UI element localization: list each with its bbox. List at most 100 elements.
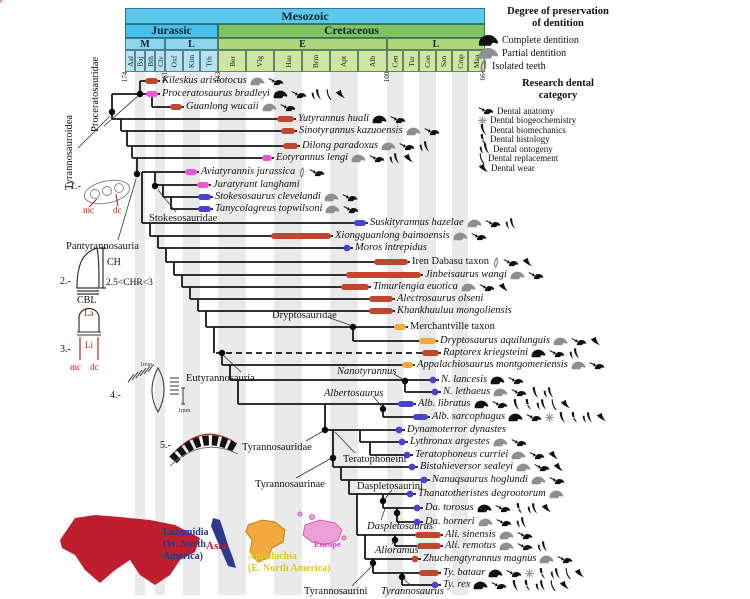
clade-label-stokesosauridae: Stokesosauridae xyxy=(149,213,218,224)
taxon-name: Yutyrannus huali xyxy=(298,113,370,124)
tooth-isolated-icon xyxy=(300,166,305,178)
skull-complete-icon xyxy=(478,35,498,46)
clade-label-pantyrannosauria: Pantyrannosauria xyxy=(66,241,139,252)
europe-label: Europe xyxy=(314,539,341,549)
age-boundary-label: 66 xyxy=(479,73,487,81)
legend-item: Dental histology xyxy=(478,133,688,145)
taxon-name: Sinotyrannus kazuoensis xyxy=(299,125,403,136)
note-1: 1.- xyxy=(70,181,81,192)
legend-item: Dental biomechanics xyxy=(478,124,688,136)
era-label: Mesozoic xyxy=(125,8,485,24)
stage-bth: Bth xyxy=(145,50,155,72)
note-3-la: La xyxy=(84,308,94,318)
dental-ontogeny-icon xyxy=(543,386,554,398)
dental-anatomy-icon xyxy=(280,103,295,111)
dental-ontogeny-icon xyxy=(536,579,546,591)
dental-wear-icon xyxy=(522,257,532,267)
dental-ontogeny-icon xyxy=(551,567,561,579)
age-boundary-label: 100 xyxy=(383,71,391,83)
dental-anatomy-icon xyxy=(291,90,307,98)
taxon-name: Moros intrepidus xyxy=(355,242,427,253)
dental-wear-icon xyxy=(596,412,607,422)
dental-ontogeny-icon xyxy=(527,502,537,514)
taxon-timurlengia: Timurlengia euotica xyxy=(373,281,508,293)
dental-biogeochemistry-icon xyxy=(545,412,555,422)
taxon-name: Merchantville taxon xyxy=(410,321,495,332)
dental-anatomy-icon xyxy=(511,438,526,446)
dental-ontogeny-icon xyxy=(516,516,526,528)
note-2-chr: 2.5<CHR<3 xyxy=(106,278,153,288)
note-2-cbl: CBL xyxy=(77,295,97,306)
taxon-yutyrannus: Yutyrannus huali xyxy=(298,113,406,125)
note-3-dc: dc xyxy=(90,362,99,372)
taxon-name: Alb. sarcophagus xyxy=(432,411,506,422)
dental-wear-icon xyxy=(498,282,508,292)
dental-replacement-icon xyxy=(326,88,332,100)
taxon-nanuqsaurus: Nanuqsaurus hoglundi xyxy=(432,474,565,486)
dental-anatomy-icon xyxy=(399,142,415,150)
legend-item: Dental replacement xyxy=(478,152,688,164)
taxon-name: Kileskus aristotocus xyxy=(162,75,247,86)
dental-anatomy-icon xyxy=(424,127,439,135)
taxon-alb-libratus: Alb. libratus xyxy=(418,398,570,410)
note-5: 5.- xyxy=(160,440,171,451)
skull-partial-icon xyxy=(461,283,476,291)
clade-label-eutyrannosauria: Eutyrannosauria xyxy=(186,373,255,384)
taxon-lythronax: Lythronax argestes xyxy=(410,436,527,448)
taxon-name: Jinbeisaurus wangi xyxy=(425,269,507,280)
skull-partial-icon xyxy=(326,205,340,213)
stage-apt: Apt xyxy=(330,50,358,72)
taxon-name: Thanatotheristes degrootorum xyxy=(418,488,546,499)
stage-tth: Tth xyxy=(200,50,218,72)
laramidia-label: Laramidia (W. North America) xyxy=(163,527,209,562)
skull-partial-icon xyxy=(499,531,514,539)
dental-biomechanics-icon xyxy=(532,386,539,398)
skull-complete-icon xyxy=(531,349,546,357)
taxon-name: Ty. bataar xyxy=(443,567,486,578)
taxon-ali-remotus: Ali. remotus xyxy=(445,540,548,552)
asia-label: Asia xyxy=(206,540,227,552)
epoch-label: L xyxy=(165,38,218,50)
clade-label-tyrannosauroidea: Tyrannosauroidea xyxy=(64,114,75,190)
dental-replacement-icon xyxy=(551,398,557,410)
skull-partial-icon xyxy=(553,337,568,345)
clade-label-nanotyrannus: Nanotyrannus xyxy=(337,366,397,377)
taxon-name: Zhuchengtyrannus magnus xyxy=(423,553,537,564)
dental-anatomy-icon xyxy=(342,193,358,201)
dental-anatomy-icon xyxy=(309,168,325,176)
taxon-xiongguanlong: Xiongguanlong baimoensis xyxy=(335,230,487,242)
taxon-name: Da. torosus xyxy=(425,502,474,513)
dental-ontogeny-icon xyxy=(311,88,321,100)
clade-label-tyrannosaurus: Tyrannosaurus xyxy=(381,586,444,597)
dental-anatomy-icon xyxy=(534,463,550,471)
stage-brm: Brm xyxy=(302,50,330,72)
taxon-ty-bataar: Ty. bataar xyxy=(443,567,585,579)
dental-biogeochemistry-icon xyxy=(525,568,535,578)
dental-anatomy-icon xyxy=(390,115,406,123)
skull-complete-icon xyxy=(508,413,523,421)
taxon-name: Teratophoneus curriei xyxy=(415,449,509,460)
taxon-name: Ty. rex xyxy=(443,579,471,590)
legend-item-label: Dental anatomy xyxy=(497,105,555,116)
skull-partial-icon xyxy=(511,451,526,459)
note-3-li: Li xyxy=(85,340,93,350)
stage-aal: Aal xyxy=(125,50,135,72)
dental-wear-icon xyxy=(335,89,345,99)
dental-replacement-icon xyxy=(479,152,485,164)
dental-ontogeny-icon xyxy=(582,411,593,423)
skull-partial-icon xyxy=(351,154,366,162)
clade-label-dryptosauridae: Dryptosauridae xyxy=(272,310,337,321)
skull-partial-icon xyxy=(493,388,508,396)
stage-clv: Clv xyxy=(155,50,165,72)
skull-partial-icon xyxy=(549,490,563,498)
denticle-sketch-4 xyxy=(127,363,185,414)
note-3: 3.- xyxy=(60,344,71,355)
epoch-label: M xyxy=(125,38,165,50)
age-boundary-label: 174 xyxy=(121,71,129,83)
legend-item-label: Partial dentition xyxy=(502,48,567,59)
stage-alb: Alb xyxy=(358,50,387,72)
legend-panel: Degree of preservation of dentition Comp… xyxy=(478,6,688,173)
legend-item: Complete dentition xyxy=(478,34,688,47)
